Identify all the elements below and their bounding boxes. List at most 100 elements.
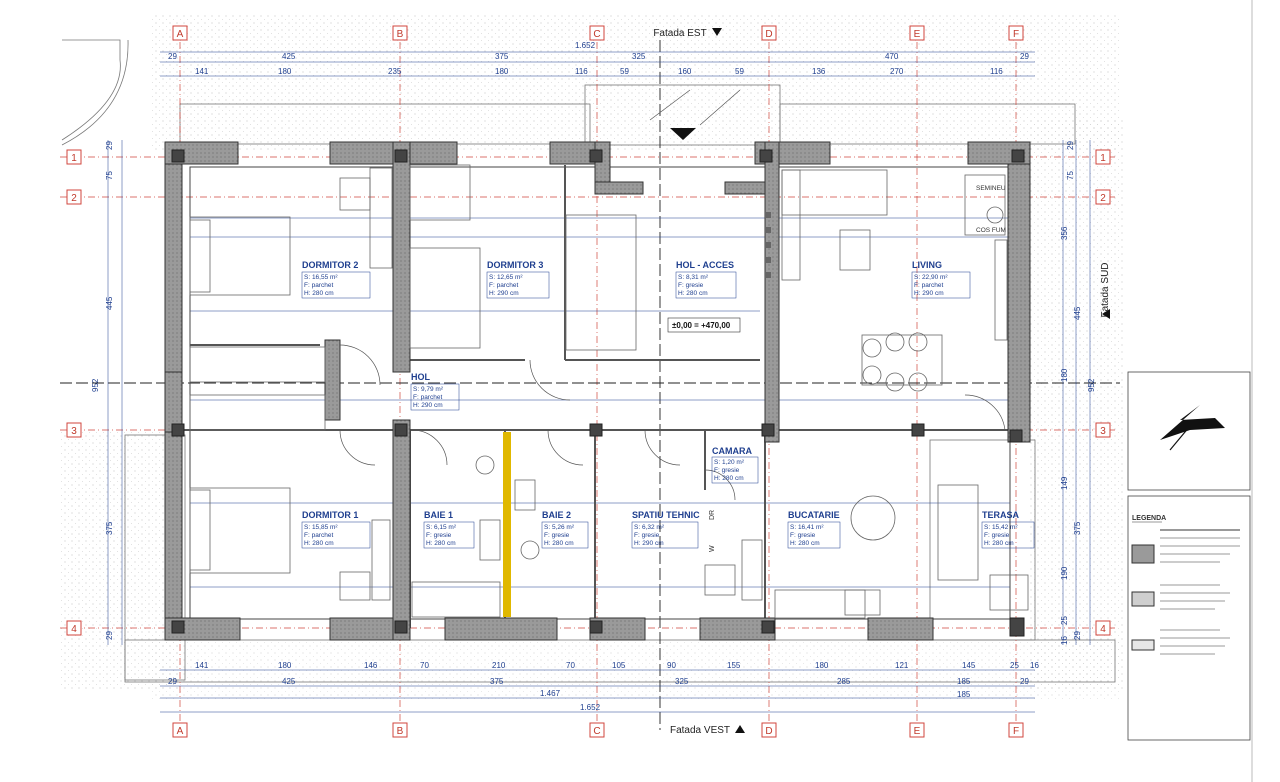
legend-panel: LEGENDA (1127, 495, 1251, 741)
insulation-strip (503, 432, 511, 617)
axis-d-top: D (761, 25, 777, 41)
svg-text:F: gresie: F: gresie (790, 532, 816, 539)
axis-1-right: 1 (1095, 149, 1111, 165)
svg-text:470: 470 (885, 52, 899, 61)
svg-text:29: 29 (105, 141, 114, 150)
svg-text:185: 185 (957, 690, 971, 699)
svg-text:F: F (1013, 726, 1019, 737)
axis-a-bottom: A (172, 722, 188, 738)
kitchen-table (850, 495, 896, 541)
svg-text:2: 2 (71, 193, 77, 204)
svg-text:±0,00 = +470,00: ±0,00 = +470,00 (672, 321, 731, 330)
bottom-dimensions: 141 180 146 70 210 70 105 90 155 180 121… (168, 661, 1039, 712)
svg-text:180: 180 (815, 661, 829, 670)
svg-text:CAMARA: CAMARA (712, 446, 752, 456)
svg-text:LIVING: LIVING (912, 260, 942, 270)
svg-text:B: B (397, 29, 404, 40)
svg-text:LEGENDA: LEGENDA (1132, 515, 1166, 522)
svg-text:DORMITOR 2: DORMITOR 2 (302, 260, 358, 270)
room-hol-acces: HOL - ACCES S: 8,31 m² F: gresie H: 280 … (675, 260, 737, 299)
svg-text:185: 185 (957, 677, 971, 686)
svg-text:D: D (765, 726, 772, 737)
left-dimensions: 29 75 445 952 375 29 (91, 141, 114, 640)
svg-text:TERASA: TERASA (982, 510, 1020, 520)
fireplace (964, 174, 1006, 236)
svg-text:136: 136 (812, 67, 826, 76)
svg-text:H: 280 cm: H: 280 cm (426, 540, 456, 547)
terrace-sofa (937, 484, 979, 581)
svg-text:160: 160 (678, 67, 692, 76)
axis-a-top: A (172, 25, 188, 41)
svg-text:D: D (765, 29, 772, 40)
svg-text:29: 29 (1020, 677, 1029, 686)
legend-swatch-2 (1131, 591, 1155, 607)
room-hol: HOL S: 9,79 m² F: parchet H: 290 cm (410, 372, 460, 411)
svg-text:F: parchet: F: parchet (304, 532, 333, 539)
facade-vest-arrow-icon (735, 725, 745, 733)
svg-text:29: 29 (168, 677, 177, 686)
toilet-baie-1 (475, 455, 495, 475)
svg-text:A: A (177, 726, 184, 737)
furniture (189, 164, 1029, 619)
bed-dormitor-3 (409, 247, 481, 349)
svg-text:141: 141 (195, 661, 209, 670)
svg-text:145: 145 (962, 661, 976, 670)
svg-text:180: 180 (1060, 368, 1069, 382)
room-camara: CAMARA S: 1,20 m² F: gresie H: 280 cm (711, 446, 759, 484)
axis-1-left: 1 (66, 149, 82, 165)
svg-text:70: 70 (420, 661, 429, 670)
svg-text:29: 29 (168, 52, 177, 61)
svg-text:16: 16 (1060, 636, 1069, 645)
svg-text:F: gresie: F: gresie (984, 532, 1010, 539)
axis-4-right: 4 (1095, 620, 1111, 636)
svg-text:180: 180 (278, 67, 292, 76)
svg-text:952: 952 (1087, 378, 1096, 392)
svg-text:1: 1 (1100, 153, 1106, 164)
svg-text:SPATIU TEHNIC: SPATIU TEHNIC (632, 510, 700, 520)
svg-text:75: 75 (105, 171, 114, 180)
room-living: LIVING S: 22,90 m² F: parchet H: 290 cm (911, 260, 971, 299)
axis-b-top: B (392, 25, 408, 41)
svg-text:H: 290 cm: H: 290 cm (489, 290, 519, 297)
svg-text:E: E (914, 726, 921, 737)
svg-text:H: 280 cm: H: 280 cm (714, 475, 744, 482)
svg-text:2: 2 (1100, 193, 1106, 204)
bathtub (411, 581, 501, 618)
svg-text:70: 70 (566, 661, 575, 670)
kitchen-counter (774, 589, 866, 619)
svg-text:325: 325 (632, 52, 646, 61)
bed-dormitor-2 (189, 216, 291, 296)
svg-text:356: 356 (1060, 226, 1069, 240)
svg-text:S: 1,20 m²: S: 1,20 m² (714, 459, 745, 466)
facade-sud-label: Fatada SUD (1100, 262, 1111, 317)
semineu-label: SEMINEU (976, 185, 1006, 192)
stairs (765, 212, 771, 278)
svg-text:F: parchet: F: parchet (914, 282, 943, 289)
north-arrow-panel (1127, 371, 1251, 491)
misc-labels: SEMINEU COS FUM DR W (709, 185, 1006, 552)
svg-text:BAIE 1: BAIE 1 (424, 510, 453, 520)
svg-text:HOL - ACCES: HOL - ACCES (676, 260, 734, 270)
axis-2-left: 2 (66, 189, 82, 205)
site-ground (60, 15, 1125, 700)
svg-text:375: 375 (490, 677, 504, 686)
axis-f-top: F (1008, 25, 1024, 41)
axis-4-left: 4 (66, 620, 82, 636)
svg-text:S: 9,79 m²: S: 9,79 m² (413, 386, 444, 393)
room-dormitor-1: DORMITOR 1 S: 15,85 m² F: parchet H: 280… (301, 510, 371, 549)
svg-text:1.652: 1.652 (575, 41, 596, 50)
svg-text:S: 5,26 m²: S: 5,26 m² (544, 524, 575, 531)
svg-text:H: 280 cm: H: 280 cm (544, 540, 574, 547)
room-baie-1: BAIE 1 S: 6,15 m² F: gresie H: 280 cm (423, 510, 475, 549)
facade-vest-label: Fatada VEST (670, 725, 730, 736)
svg-text:F: gresie: F: gresie (426, 532, 452, 539)
axis-b-bottom: B (392, 722, 408, 738)
top-dimensions: 1.652 29 425 375 325 470 29 141 180 235 … (168, 41, 1029, 76)
bed-dormitor-1 (189, 487, 291, 574)
svg-text:S: 16,41 m²: S: 16,41 m² (790, 524, 824, 531)
svg-text:A: A (177, 29, 184, 40)
svg-text:155: 155 (727, 661, 741, 670)
room-dormitor-2: DORMITOR 2 S: 16,55 m² F: parchet H: 280… (301, 260, 371, 299)
svg-text:H: 280 cm: H: 280 cm (984, 540, 1014, 547)
room-baie-2: BAIE 2 S: 5,26 m² F: gresie H: 280 cm (541, 510, 589, 549)
